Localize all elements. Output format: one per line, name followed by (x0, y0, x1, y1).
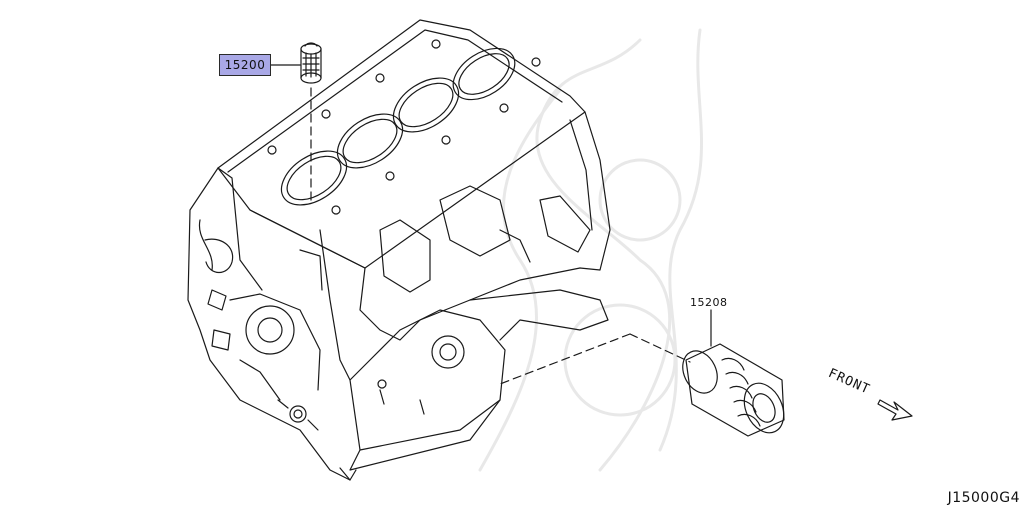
diagram-reference-code: J15000G4 (947, 490, 1020, 506)
front-arrow-icon (877, 399, 913, 421)
filter-leader-line-2 (629, 333, 691, 363)
filter-leader-line (499, 333, 631, 385)
oil-filter-icon (682, 343, 785, 437)
engine-block-illustration (187, 19, 611, 481)
part-callout-15208[interactable]: 15208 (690, 296, 728, 309)
oil-strainer-icon (300, 42, 322, 84)
part-callout-15200[interactable]: 15200 (219, 54, 271, 76)
watermark-logo (478, 28, 703, 472)
